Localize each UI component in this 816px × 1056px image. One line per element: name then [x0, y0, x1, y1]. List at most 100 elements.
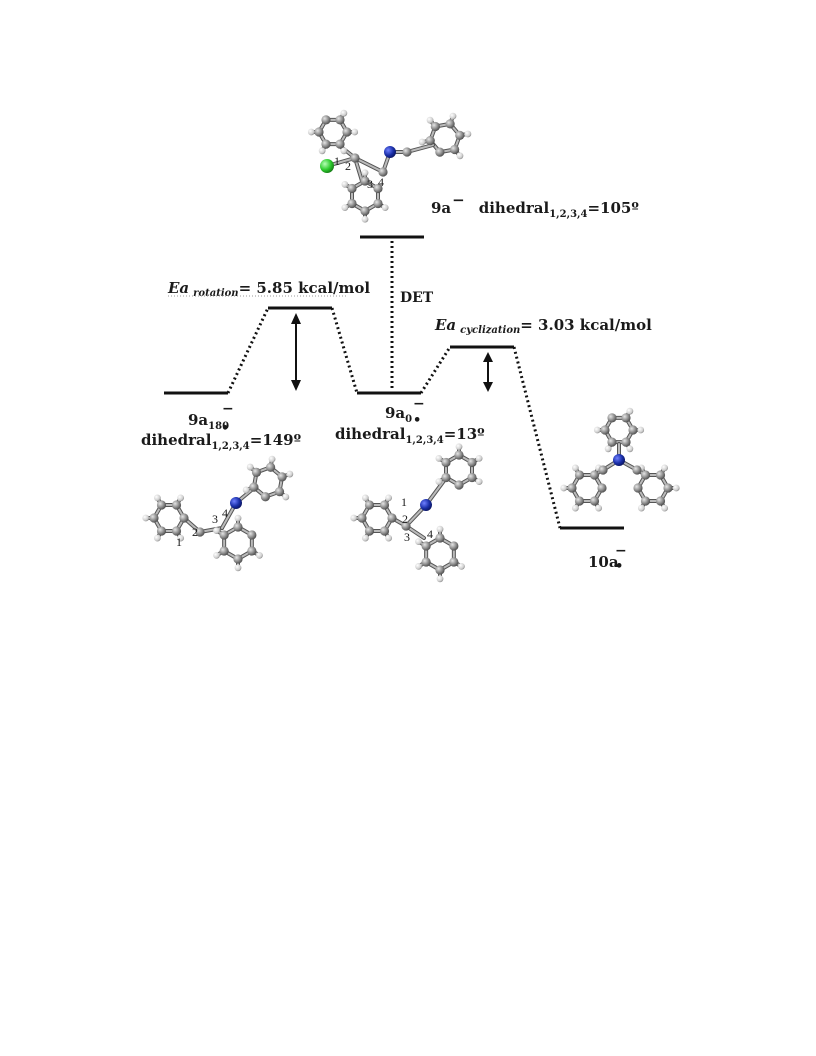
nitrogen-atom	[230, 497, 242, 509]
atom-number-top-2: 2	[345, 159, 351, 173]
hydrogen-atom	[672, 484, 680, 492]
hydrogen-atom	[595, 504, 603, 512]
label-9a180: 9a180	[188, 411, 229, 432]
carbon-atom	[364, 526, 375, 536]
hydrogen-atom	[475, 478, 483, 486]
carbon-atom	[233, 554, 243, 564]
hydrogen-atom	[234, 514, 242, 522]
carbon-atom	[655, 496, 666, 506]
label-10a-radical: •	[615, 559, 623, 574]
hydrogen-atom	[456, 152, 464, 160]
label-9a180-radical: •	[221, 421, 229, 436]
carbon-atom	[425, 136, 435, 146]
hydrogen-atom	[385, 534, 393, 542]
atom-number-top-4: 4	[378, 175, 384, 189]
carbon-atom	[350, 153, 360, 163]
carbon-atom	[454, 450, 464, 460]
carbon-atom	[219, 530, 229, 540]
hydrogen-atom	[626, 407, 634, 415]
carbon-atom	[251, 467, 262, 477]
hydrogen-atom	[341, 204, 349, 212]
hydrogen-atom	[464, 130, 472, 138]
det-label: DET	[400, 290, 434, 306]
carbon-atom	[266, 462, 276, 472]
label-9a0-name: 9a	[385, 404, 405, 422]
hydrogen-atom	[340, 147, 348, 155]
atom-number-top-1: 1	[334, 154, 340, 168]
carbon-atom	[314, 127, 324, 137]
atom-number-mid-2: 2	[402, 512, 408, 526]
molecule-9a180	[142, 455, 294, 572]
carbon-atom	[621, 413, 631, 423]
carbon-atom	[450, 144, 460, 155]
label-9a-anion-dihedral-value: =105º	[587, 199, 639, 217]
hydrogen-atom	[637, 426, 645, 434]
hydrogen-atom	[341, 180, 349, 188]
carbon-atom	[156, 526, 167, 536]
carbon-atom	[171, 526, 182, 536]
hydrogen-atom	[153, 534, 161, 542]
carbon-atom	[171, 500, 182, 510]
carbon-atom	[387, 513, 397, 523]
ea-rotation-value: = 5.85 kcal/mol	[239, 279, 371, 297]
ea-rotation-sub: rotation	[193, 288, 238, 299]
hydrogen-atom	[361, 534, 369, 542]
carbon-atom	[435, 565, 445, 575]
atom-number-left-1: 1	[176, 535, 182, 549]
label-9a0-dihedral-sub: 1,2,3,4	[405, 435, 443, 446]
carbon-atom	[441, 472, 451, 483]
carbon-atom	[277, 472, 287, 482]
molecule-9a0	[350, 443, 483, 583]
rotation-barrier-arrow	[291, 313, 301, 391]
carbon-atom	[233, 522, 243, 532]
carbon-atom	[597, 483, 607, 493]
carbon-atom	[441, 457, 451, 468]
nitrogen-atom	[384, 146, 396, 158]
carbon-atom	[260, 492, 270, 502]
label-10a-charge: −	[615, 543, 627, 559]
carbon-atom	[379, 526, 390, 536]
hydrogen-atom	[436, 525, 444, 533]
carbon-atom	[632, 465, 642, 475]
carbon-atom	[640, 496, 651, 506]
hydrogen-atom	[350, 514, 358, 522]
label-9a180-dihedral-name: dihedral	[141, 431, 212, 449]
hydrogen-atom	[268, 455, 276, 463]
carbon-atom	[663, 483, 673, 493]
carbon-atom	[149, 513, 159, 523]
hydrogen-atom	[256, 552, 263, 559]
hydrogen-atom	[234, 564, 242, 572]
carbon-atom	[364, 500, 375, 510]
carbon-atom	[373, 198, 383, 209]
label-9a180-dihedral-sub: 1,2,3,4	[211, 441, 249, 452]
ea-cyclization-value: = 3.03 kcal/mol	[520, 316, 652, 334]
label-9a180-charge: −	[222, 401, 234, 417]
carbon-atom	[401, 521, 411, 531]
carbon-atom	[357, 513, 367, 523]
hydrogen-atom	[177, 494, 185, 502]
carbon-atom	[628, 425, 638, 435]
carbon-atom	[378, 167, 388, 177]
carbon-atom	[179, 513, 189, 523]
carbon-atom	[589, 496, 600, 506]
hydrogen-atom	[385, 494, 393, 502]
connector-ts2-10a	[512, 346, 562, 529]
carbon-atom	[435, 147, 445, 157]
carbon-atom	[655, 470, 666, 480]
carbon-atom	[360, 176, 370, 186]
atom-number-top-3: 3	[367, 177, 373, 191]
carbon-atom	[274, 487, 285, 497]
hydrogen-atom	[415, 563, 422, 570]
hydrogen-atom	[560, 484, 568, 492]
carbon-atom	[435, 533, 445, 543]
atom-number-mid-1: 1	[401, 495, 407, 509]
carbon-atom	[421, 557, 431, 567]
carbon-atom	[640, 470, 651, 480]
cyclization-barrier-arrow	[483, 352, 493, 392]
hydrogen-atom	[435, 454, 443, 462]
bond-highlight	[354, 157, 384, 173]
hydrogen-atom	[318, 147, 326, 155]
connector-9a0-ts2	[419, 346, 452, 394]
